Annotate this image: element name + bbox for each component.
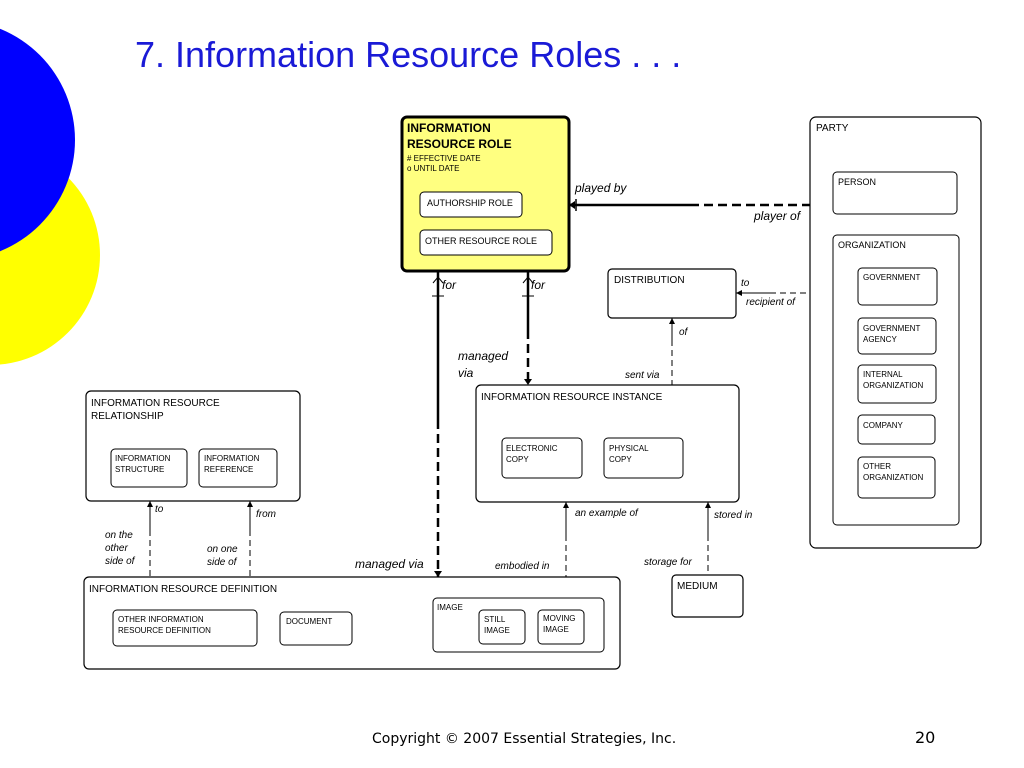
label-managed-via-bottom: managed via xyxy=(355,557,424,571)
subtype-label: ORGANIZATION xyxy=(863,381,924,390)
copyright-footer: Copyright © 2007 Essential Strategies, I… xyxy=(372,731,677,747)
subtype-label: OTHER INFORMATION xyxy=(118,615,204,624)
subtype-label: PHYSICAL xyxy=(609,444,649,453)
decorative-blue-circle xyxy=(0,28,75,252)
label-storage-for: storage for xyxy=(644,557,692,568)
entity-name: INFORMATION xyxy=(407,121,491,135)
subtype-internal-organization[interactable]: INTERNAL ORGANIZATION xyxy=(857,364,937,404)
label-managed-via-top: via xyxy=(458,366,474,380)
slide-title: 7. Information Resource Roles . . . xyxy=(135,34,682,75)
entity-name: RELATIONSHIP xyxy=(91,411,164,422)
subtype-label: COPY xyxy=(609,455,632,464)
label-stored-in: stored in xyxy=(714,510,753,521)
relationship-line-played-by xyxy=(569,199,810,211)
label-from-relationship: from xyxy=(256,509,276,520)
subtype-information-structure[interactable]: INFORMATION STRUCTURE xyxy=(110,448,188,488)
relationship-line-relationship-from xyxy=(247,501,253,577)
subtype-label: COMPANY xyxy=(863,421,904,430)
subtype-label: DOCUMENT xyxy=(286,617,332,626)
subtype-label: ORGANIZATION xyxy=(863,473,924,482)
entity-name: INFORMATION RESOURCE xyxy=(91,398,220,409)
subtype-company[interactable]: COMPANY xyxy=(857,414,936,445)
attribute-until-date: o UNTIL DATE xyxy=(407,164,459,173)
subtype-label: OTHER xyxy=(863,462,891,471)
label-played-by: played by xyxy=(574,181,627,195)
label-on-one-side-of: side of xyxy=(207,557,238,568)
label-on-one-side-of: on one xyxy=(207,544,238,555)
subtype-label: AUTHORSHIP ROLE xyxy=(427,198,513,208)
entity-medium[interactable]: MEDIUM xyxy=(671,574,744,618)
subtype-person[interactable]: PERSON xyxy=(832,171,958,215)
entity-name: PARTY xyxy=(816,123,849,134)
subtype-government[interactable]: GOVERNMENT xyxy=(857,267,938,306)
relationship-line-role-managed-via xyxy=(432,271,444,577)
attribute-effective-date: # EFFECTIVE DATE xyxy=(407,154,481,163)
subtype-label: COPY xyxy=(506,455,529,464)
entity-distribution[interactable]: DISTRIBUTION xyxy=(607,268,737,319)
subtype-label: ELECTRONIC xyxy=(506,444,558,453)
subtype-label: INFORMATION xyxy=(204,454,260,463)
label-on-the-other-side-of: on the xyxy=(105,530,133,541)
subtype-label: GOVERNMENT xyxy=(863,324,920,333)
subtype-label: STILL xyxy=(484,615,506,624)
subtype-authorship-role[interactable]: AUTHORSHIP ROLE xyxy=(419,191,523,218)
entity-name: RESOURCE ROLE xyxy=(407,137,512,151)
label-for-right: for xyxy=(531,278,546,292)
subtype-label: REFERENCE xyxy=(204,465,253,474)
subtype-label: STRUCTURE xyxy=(115,465,164,474)
subtype-label: AGENCY xyxy=(863,335,897,344)
subtype-label: IMAGE xyxy=(437,603,463,612)
subtype-label: GOVERNMENT xyxy=(863,273,920,282)
page-number: 20 xyxy=(915,728,936,747)
relationship-line-instance-definition xyxy=(563,502,569,577)
label-to-distribution: to xyxy=(741,278,750,289)
label-on-the-other-side-of: other xyxy=(105,543,128,554)
label-to-relationship: to xyxy=(155,504,164,515)
relationship-line-distribution-party xyxy=(736,290,810,296)
label-sent-via: sent via xyxy=(625,370,660,381)
subtype-label: INTERNAL xyxy=(863,370,903,379)
subtype-label: IMAGE xyxy=(484,626,510,635)
subtype-government-agency[interactable]: GOVERNMENT AGENCY xyxy=(857,317,937,355)
relationship-line-role-instance xyxy=(522,271,534,385)
subtype-other-resource-role[interactable]: OTHER RESOURCE ROLE xyxy=(419,229,553,256)
subtype-document[interactable]: DOCUMENT xyxy=(279,611,353,646)
subtype-information-reference[interactable]: INFORMATION REFERENCE xyxy=(198,448,278,488)
entity-name: INFORMATION RESOURCE INSTANCE xyxy=(481,392,663,403)
label-embodied-in: embodied in xyxy=(495,561,550,572)
label-managed-via-top: managed xyxy=(458,349,508,363)
subtype-label: PERSON xyxy=(838,177,876,187)
label-player-of: player of xyxy=(753,209,802,223)
label-recipient-of: recipient of xyxy=(746,297,796,308)
relationship-line-distribution-instance xyxy=(669,318,675,385)
entity-name: INFORMATION RESOURCE DEFINITION xyxy=(89,584,277,595)
entity-name: MEDIUM xyxy=(677,581,718,592)
subtype-moving-image[interactable]: MOVING IMAGE xyxy=(537,609,585,645)
label-an-example-of: an example of xyxy=(575,508,639,519)
subtype-label: ORGANIZATION xyxy=(838,240,906,250)
subtype-electronic-copy[interactable]: ELECTRONIC COPY xyxy=(501,437,583,479)
label-of: of xyxy=(679,327,689,338)
subtype-label: MOVING xyxy=(543,614,575,623)
label-on-the-other-side-of: side of xyxy=(105,556,136,567)
subtype-label: OTHER RESOURCE ROLE xyxy=(425,236,537,246)
relationship-line-instance-medium xyxy=(705,502,711,575)
subtype-physical-copy[interactable]: PHYSICAL COPY xyxy=(603,437,684,479)
relationship-line-relationship-to xyxy=(147,501,153,577)
subtype-label: INFORMATION xyxy=(115,454,171,463)
subtype-other-organization[interactable]: OTHER ORGANIZATION xyxy=(857,456,936,499)
subtype-label: IMAGE xyxy=(543,625,569,634)
subtype-still-image[interactable]: STILL IMAGE xyxy=(478,609,526,645)
subtype-label: RESOURCE DEFINITION xyxy=(118,626,211,635)
subtype-other-information-resource-definition[interactable]: OTHER INFORMATION RESOURCE DEFINITION xyxy=(112,609,258,647)
entity-name: DISTRIBUTION xyxy=(614,275,685,286)
label-for-left: for xyxy=(442,278,457,292)
